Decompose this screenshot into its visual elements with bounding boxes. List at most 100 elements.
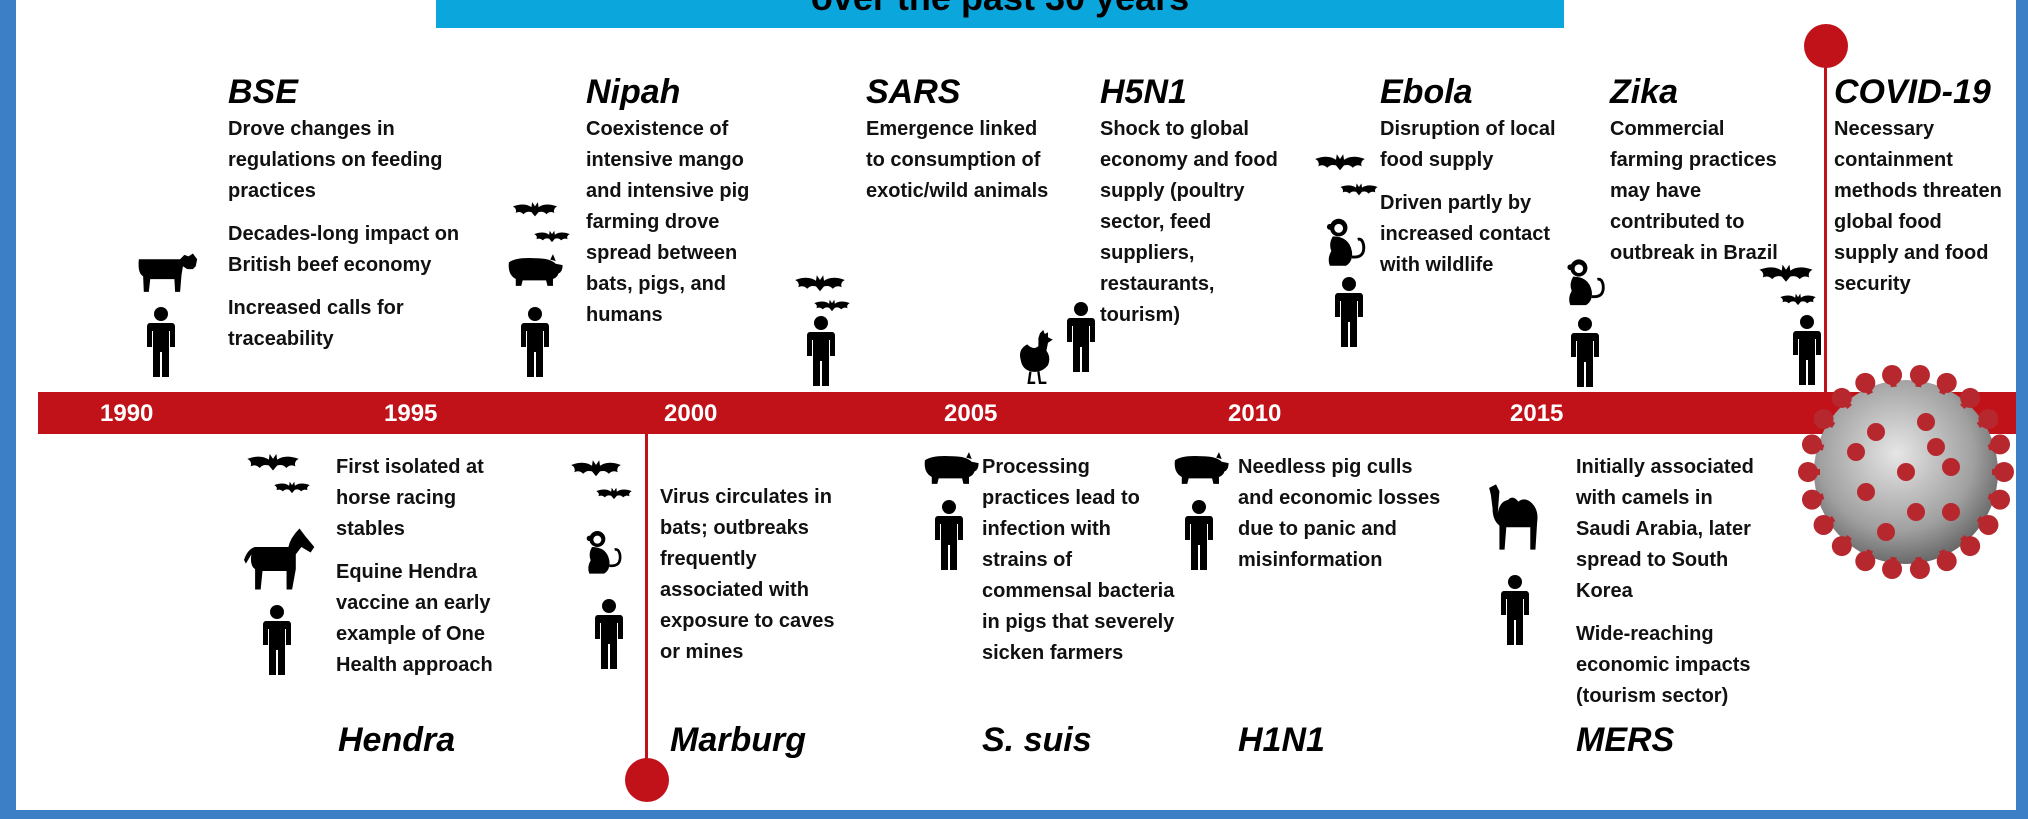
virus-spike-head xyxy=(1990,434,2011,455)
event-desc: Initially associated with camels in Saud… xyxy=(1576,456,1754,602)
event-name: Ebola xyxy=(1380,73,1473,111)
human-icon xyxy=(262,604,292,676)
event-desc: Equine Hendra vaccine an early example o… xyxy=(336,561,493,676)
human-icon xyxy=(934,500,964,570)
virus-spike-head xyxy=(1798,462,1818,482)
event-desc: First isolated at horse racing stables xyxy=(336,456,484,540)
event-hendra: First isolated at horse racing stables E… xyxy=(336,452,526,693)
event-desc: Processing practices lead to infection w… xyxy=(982,456,1175,664)
virus-surface-spike xyxy=(1907,503,1925,521)
virus-surface-spike xyxy=(1857,483,1875,501)
human-icon xyxy=(806,316,836,386)
event-h1n1: Needless pig culls and economic losses d… xyxy=(1238,452,1448,588)
virus-spike-head xyxy=(1882,559,1903,580)
event-name-h1n1: H1N1 xyxy=(1238,721,1325,759)
bat-icon xyxy=(812,296,852,316)
event-desc: Necessary containment methods threaten g… xyxy=(1834,118,2002,295)
virus-surface-spike xyxy=(1942,458,1960,476)
human-icon xyxy=(1570,316,1600,388)
event-name-hendra: Hendra xyxy=(338,721,456,759)
covid-marker-line xyxy=(1824,45,1827,395)
year-1990: 1990 xyxy=(100,400,154,427)
year-2005: 2005 xyxy=(944,400,998,427)
event-marburg: Virus circulates in bats; outbreaks freq… xyxy=(660,482,860,680)
event-name-mers: MERS xyxy=(1576,721,1675,759)
event-covid-19: COVID-19 Necessary containment methods t… xyxy=(1834,72,2009,312)
pig-icon xyxy=(918,450,980,486)
year-2010: 2010 xyxy=(1228,400,1282,427)
human-icon xyxy=(1500,574,1530,646)
event-name: SARS xyxy=(866,73,961,111)
virus-surface-spike xyxy=(1877,523,1895,541)
bat-icon xyxy=(244,450,302,476)
event-s-suis: Processing practices lead to infection w… xyxy=(982,452,1182,681)
event-ebola: Ebola Disruption of local food supply Dr… xyxy=(1380,72,1560,293)
marburg-marker-line xyxy=(645,434,648,774)
virus-spike-head xyxy=(1882,364,1903,385)
virus-spike-head xyxy=(1936,551,1957,572)
year-1995: 1995 xyxy=(384,400,438,427)
event-name: H5N1 xyxy=(1100,73,1187,111)
event-sars: SARS Emergence linked to consumption of … xyxy=(866,72,1056,219)
event-name-s-suis: S. suis xyxy=(982,721,1092,759)
bat-icon xyxy=(792,270,848,298)
event-desc: Driven partly by increased contact with … xyxy=(1380,192,1551,276)
virus-spike-head xyxy=(1978,514,1999,535)
cow-icon xyxy=(136,250,200,294)
horse-icon xyxy=(244,526,318,592)
monkey-icon xyxy=(1324,216,1368,270)
human-icon xyxy=(1184,500,1214,570)
virus-surface-spike xyxy=(1927,438,1945,456)
bat-icon xyxy=(532,228,572,246)
virus-spike-head xyxy=(1960,536,1981,557)
camel-icon xyxy=(1484,482,1544,552)
event-bse: BSE Drove changes in regulations on feed… xyxy=(228,72,468,367)
virus-spike-head xyxy=(1994,462,2014,482)
event-h5n1: H5N1 Shock to global economy and food su… xyxy=(1100,72,1300,343)
page-title: over the past 30 years xyxy=(811,0,1189,18)
virus-spike-head xyxy=(1801,434,1822,455)
virus-spike-head xyxy=(1909,559,1930,580)
event-desc: Coexistence of intensive mango and inten… xyxy=(586,118,750,326)
human-icon xyxy=(146,306,176,378)
event-desc: Needless pig culls and economic losses d… xyxy=(1238,456,1441,571)
virus-surface-spike xyxy=(1917,413,1935,431)
virus-surface-spike xyxy=(1942,503,1960,521)
event-desc: Drove changes in regulations on feeding … xyxy=(228,118,443,202)
event-zika: Zika Commercial farming practices may ha… xyxy=(1610,72,1780,281)
human-icon xyxy=(1334,276,1364,348)
bat-icon xyxy=(594,484,634,504)
human-icon xyxy=(1066,302,1096,372)
virus-spike-head xyxy=(1960,387,1981,408)
pig-icon xyxy=(502,252,564,288)
virus-spike-head xyxy=(1936,372,1957,393)
virus-spike-head xyxy=(1909,364,1930,385)
virus-spike-head xyxy=(1855,551,1876,572)
title-banner: over the past 30 years xyxy=(436,0,1564,28)
year-2000: 2000 xyxy=(664,400,718,427)
human-icon xyxy=(520,306,550,378)
event-desc: Decades-long impact on British beef econ… xyxy=(228,223,460,276)
covid-marker-dot xyxy=(1804,24,1848,68)
marburg-marker-dot xyxy=(625,758,669,802)
virus-spike-head xyxy=(1801,489,1822,510)
event-nipah: Nipah Coexistence of intensive mango and… xyxy=(586,72,776,343)
event-mers: Initially associated with camels in Saud… xyxy=(1576,452,1766,724)
bat-icon xyxy=(1778,290,1818,310)
monkey-icon xyxy=(1564,258,1608,308)
monkey-icon xyxy=(584,528,624,578)
event-desc: Disruption of local food supply xyxy=(1380,118,1556,171)
human-icon xyxy=(594,598,624,670)
event-desc: Virus circulates in bats; outbreaks freq… xyxy=(660,486,835,663)
event-name: COVID-19 xyxy=(1834,73,1991,111)
event-desc: Emergence linked to consumption of exoti… xyxy=(866,118,1049,202)
event-desc: Commercial farming practices may have co… xyxy=(1610,118,1778,264)
event-desc: Wide-reaching economic impacts (tourism … xyxy=(1576,623,1751,707)
timeline-frame: over the past 30 years 1990 1995 2000 20… xyxy=(16,0,2016,810)
event-name: BSE xyxy=(228,73,298,111)
bat-icon xyxy=(272,478,312,498)
year-2015: 2015 xyxy=(1510,400,1564,427)
timeline-bar xyxy=(38,392,2016,434)
chicken-icon xyxy=(1016,330,1056,386)
event-name: Nipah xyxy=(586,73,681,111)
